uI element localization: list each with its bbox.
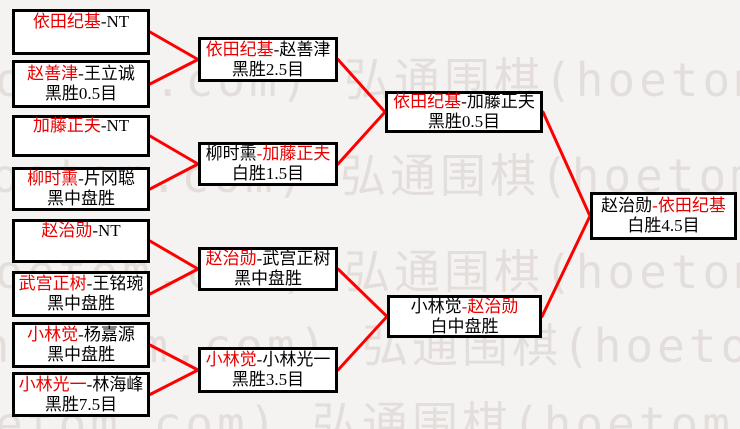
player-name: 柳时熏 [205,144,257,163]
winner-name: 依田纪基 [393,92,462,111]
winner-name: 小林觉 [27,325,79,344]
connector-line [541,110,592,218]
match-box: 柳时熏-片冈聪黑中盘胜 [12,167,150,211]
player-name: -片冈聪 [78,169,135,188]
match-result: 黑胜2.5目 [231,59,305,79]
winner-name: 加藤正夫 [32,116,101,135]
match-result: 黑胜0.5目 [44,84,118,103]
match-box: 小林觉-小林光一黑胜3.5目 [198,347,338,393]
match-box: 赵治勋-依田纪基白胜4.5目 [590,192,737,240]
match-box: 赵治勋-武宫正树黑中盘胜 [198,247,338,291]
match-result: 黑中盘胜 [47,294,115,313]
match-players: 柳时熏-片冈聪 [27,169,135,189]
winner-name: 小林光一 [18,374,87,394]
player-name: -王立诚 [78,64,135,83]
winner-name: -赵治勋 [461,296,519,316]
match-box: 柳时熏-加藤正夫白胜1.5目 [198,142,338,186]
match-result: 白中盘胜 [430,316,499,336]
player-name: -加藤正夫 [461,92,535,111]
winner-name: 赵治勋 [41,221,93,240]
winner-name: 赵治勋 [205,249,257,268]
match-box: 依田纪基-赵善津黑胜2.5目 [198,37,338,82]
match-players: 赵治勋-NT [41,221,120,241]
player-name: 小林觉 [410,296,462,316]
match-box: 依田纪基-加藤正夫黑胜0.5目 [385,91,543,133]
match-players: 加藤正夫-NT [33,116,129,136]
connector-line [336,315,389,372]
match-result: 黑胜0.5目 [427,112,501,131]
connector-line [336,267,389,318]
match-result: 黑胜3.5目 [231,370,305,389]
match-result: 白胜1.5目 [231,164,305,183]
match-box: 赵善津-王立诚黑胜0.5目 [12,60,150,108]
match-players: 依田纪基-NT [33,12,129,32]
match-players: 赵善津-王立诚 [27,64,135,84]
winner-name: 武宫正树 [18,274,87,293]
match-players: 小林光一-林海峰 [19,375,144,395]
match-result: 黑中盘胜 [234,269,302,288]
winner-name: 柳时熏 [27,169,79,188]
match-players: 小林觉-赵治勋 [411,297,519,317]
connector-line [148,267,200,296]
player-name: -小林光一 [256,350,331,369]
connector-line [148,368,200,396]
match-players: 赵治勋-依田纪基 [601,196,726,216]
match-box: 赵治勋-NT [12,219,150,263]
player-name: -NT [100,116,130,135]
connector-line [148,239,200,271]
match-players: 小林觉-小林光一 [206,350,331,370]
player-name: -武宫正树 [256,249,331,268]
match-box: 小林光一-林海峰黑胜7.5目 [12,372,150,417]
match-players: 小林觉-杨嘉源 [27,325,135,345]
match-box: 小林觉-杨嘉源黑中盘胜 [12,322,150,368]
connector-line [336,58,387,114]
winner-name: 依田纪基 [32,12,101,31]
match-box: 武宫正树-王铭琬黑中盘胜 [12,271,150,317]
winner-name: 赵善津 [27,64,79,83]
connector-line [336,110,387,166]
player-name: -林海峰 [86,374,144,394]
player-name: -NT [92,221,121,240]
match-box: 加藤正夫-NT [12,115,150,157]
match-result: 黑中盘胜 [47,189,115,208]
player-name: 赵治勋 [601,196,653,215]
match-box: 依田纪基-NT [12,9,150,55]
match-players: 依田纪基-加藤正夫 [393,92,535,112]
connector-line [148,162,200,191]
match-result: 黑胜7.5目 [44,394,118,414]
match-result: 黑中盘胜 [47,345,115,364]
connector-line [148,58,200,86]
winner-name: 依田纪基 [205,39,274,59]
match-box: 小林觉-赵治勋白中盘胜 [387,295,542,338]
match-result: 白胜4.5目 [627,216,700,235]
winner-name: 小林觉 [205,350,257,369]
connector-line [148,30,200,61]
connector-line [540,214,592,318]
connector-line [148,343,200,372]
connector-line [148,134,200,166]
winner-name: -加藤正夫 [256,144,331,163]
match-players: 柳时熏-加藤正夫 [206,144,331,164]
player-name: -NT [100,12,130,31]
player-name: -王铭琬 [86,274,144,293]
player-name: -赵善津 [273,39,331,59]
match-players: 依田纪基-赵善津 [206,40,331,60]
match-players: 赵治勋-武宫正树 [206,249,331,269]
match-players: 武宫正树-王铭琬 [19,274,144,294]
player-name: -杨嘉源 [78,325,135,344]
winner-name: -依田纪基 [652,196,726,215]
